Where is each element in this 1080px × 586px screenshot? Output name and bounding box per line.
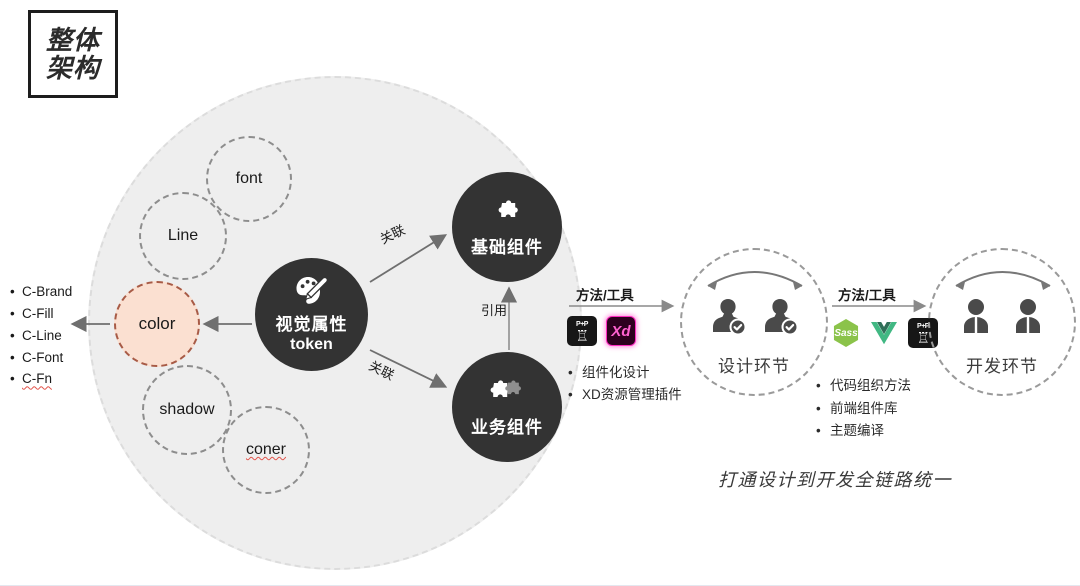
design-method-0: 组件化设计 bbox=[582, 365, 650, 380]
design-method-1: XD资源管理插件 bbox=[582, 387, 682, 403]
list-item: • C-Font bbox=[10, 347, 120, 369]
list-item: • 前端组件库 bbox=[816, 398, 911, 421]
phase-design[interactable]: 设计环节 bbox=[680, 248, 828, 396]
palette-brush-icon bbox=[295, 276, 329, 304]
color-token-4: C-Fn bbox=[22, 371, 52, 387]
page-title: 整体 架构 bbox=[28, 10, 118, 98]
node-token-cn-label: 视觉属性 bbox=[275, 314, 348, 334]
color-token-1: C-Fill bbox=[22, 305, 54, 321]
bullet-icon: • bbox=[10, 305, 15, 321]
list-item: • C-Line bbox=[10, 325, 120, 347]
list-item: • 代码组织方法 bbox=[816, 375, 911, 398]
node-business-component-label: 业务组件 bbox=[471, 417, 543, 437]
list-item: • XD资源管理插件 bbox=[568, 384, 682, 406]
color-token-2: C-Line bbox=[22, 327, 62, 343]
page-title-line-2: 架构 bbox=[45, 53, 100, 83]
sass-label: Sass bbox=[834, 327, 858, 339]
node-visual-attribute-token[interactable]: 视觉属性 token bbox=[255, 258, 368, 371]
color-token-0: C-Brand bbox=[22, 284, 73, 299]
development-method-2: 主题编译 bbox=[830, 423, 884, 439]
development-method-list: • 代码组织方法 • 前端组件库 • 主题编译 bbox=[816, 375, 911, 443]
bullet-icon: • bbox=[816, 400, 821, 416]
two-verified-persons-icon bbox=[709, 296, 799, 336]
bullet-icon: • bbox=[816, 423, 821, 439]
color-token-3: C-Font bbox=[22, 349, 64, 365]
attribute-bubble-coner[interactable]: coner bbox=[222, 406, 310, 494]
phase-development-label: 开发环节 bbox=[966, 357, 1038, 376]
bullet-icon: • bbox=[816, 378, 821, 393]
development-method-1: 前端组件库 bbox=[830, 400, 898, 416]
dark-emblem-icon[interactable]: P+P♖ bbox=[567, 316, 597, 346]
adobe-xd-icon[interactable]: Xd bbox=[606, 316, 636, 346]
attribute-bubble-shadow[interactable]: shadow bbox=[142, 365, 232, 455]
list-item: • C-Fill bbox=[10, 303, 120, 325]
sass-icon[interactable]: Sass bbox=[833, 319, 859, 347]
arrow-label-method-tool-right: 方法/工具 bbox=[838, 288, 896, 303]
list-item: • 组件化设计 bbox=[568, 362, 682, 384]
phase-design-label: 设计环节 bbox=[718, 357, 790, 376]
list-item: • C-Fn bbox=[10, 368, 120, 390]
node-basic-component-label: 基础组件 bbox=[471, 237, 543, 257]
adobe-xd-label: Xd bbox=[611, 322, 631, 340]
design-method-list: • 组件化设计 • XD资源管理插件 bbox=[568, 362, 682, 407]
attribute-bubble-line[interactable]: Line bbox=[139, 192, 227, 280]
tool-icons-development: Sass P+P♖ bbox=[832, 318, 938, 348]
development-method-0: 代码组织方法 bbox=[830, 378, 911, 393]
two-persons-icon bbox=[957, 296, 1047, 336]
bullet-icon: • bbox=[10, 371, 15, 387]
tool-icons-design: P+P♖ Xd bbox=[567, 316, 636, 346]
attribute-bubble-line-label: Line bbox=[167, 227, 199, 244]
node-business-component[interactable]: 业务组件 bbox=[452, 352, 562, 462]
page-title-line-1: 整体 bbox=[45, 24, 100, 55]
phase-development[interactable]: 开发环节 bbox=[928, 248, 1076, 396]
node-token-en-label: token bbox=[290, 335, 333, 353]
puzzle-piece-icon bbox=[490, 197, 524, 227]
attribute-bubble-font[interactable]: font bbox=[206, 136, 292, 222]
bullet-icon: • bbox=[10, 284, 15, 299]
bullet-icon: • bbox=[10, 327, 15, 343]
arrow-label-reference: 引用 bbox=[481, 303, 508, 318]
attribute-bubble-shadow-label: shadow bbox=[159, 401, 215, 418]
attribute-bubble-color[interactable]: color bbox=[114, 281, 200, 367]
vue-icon[interactable] bbox=[869, 319, 899, 347]
double-puzzle-piece-icon bbox=[485, 377, 529, 407]
bullet-icon: • bbox=[568, 365, 573, 380]
bullet-icon: • bbox=[10, 349, 15, 365]
attribute-bubble-coner-label: coner bbox=[245, 441, 287, 458]
arrow-label-method-tool-mid: 方法/工具 bbox=[576, 288, 634, 303]
list-item: • C-Brand bbox=[10, 281, 120, 303]
list-item: • 主题编译 bbox=[816, 420, 911, 443]
color-token-list: • C-Brand • C-Fill • C-Line • C-Font • C-Fn bbox=[10, 281, 120, 390]
attribute-bubble-font-label: font bbox=[235, 170, 263, 187]
node-basic-component[interactable]: 基础组件 bbox=[452, 172, 562, 282]
bullet-icon: • bbox=[568, 387, 573, 403]
summary-caption: 打通设计到开发全链路统一 bbox=[718, 470, 952, 490]
attribute-bubble-color-label: color bbox=[138, 314, 176, 333]
